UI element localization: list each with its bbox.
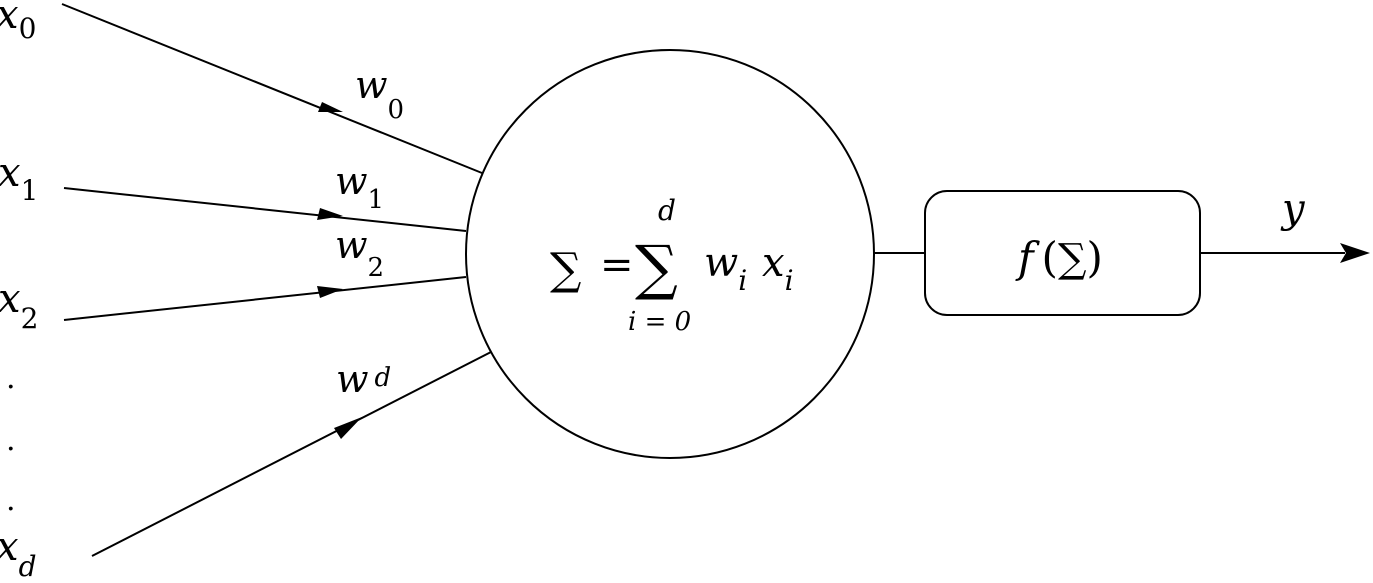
input-arrowhead-0 bbox=[318, 102, 343, 112]
output-arrowhead bbox=[1340, 243, 1370, 263]
ellipsis-dot-2: . bbox=[6, 423, 16, 458]
input-label-x1: x1 bbox=[0, 150, 38, 207]
weight-label-w2: w2 bbox=[335, 223, 384, 283]
input-arrowhead-d bbox=[334, 417, 362, 439]
sum-symbol: ∑ bbox=[550, 244, 581, 295]
sum-lower-limit: i = 0 bbox=[628, 307, 691, 337]
input-term: xi bbox=[762, 240, 794, 297]
summation-operator: ∑ bbox=[635, 233, 678, 303]
input-label-xd: xd bbox=[0, 524, 37, 583]
activation-label: f(∑) bbox=[1015, 233, 1103, 282]
input-label-x2: x2 bbox=[0, 276, 38, 335]
input-arrowhead-2 bbox=[317, 286, 343, 298]
weight-label-w0: w0 bbox=[355, 63, 404, 125]
input-arrowhead-1 bbox=[317, 208, 343, 220]
weight-term: wi bbox=[704, 240, 747, 297]
input-edge-d bbox=[91, 351, 492, 557]
sum-upper-limit: d bbox=[658, 194, 676, 227]
output-label: y bbox=[1280, 186, 1306, 232]
ellipsis-dot-3: . bbox=[6, 483, 16, 518]
input-edge-0 bbox=[61, 3, 483, 174]
weight-label-w1: w1 bbox=[335, 159, 384, 215]
ellipsis-dot-1: . bbox=[6, 361, 16, 396]
input-label-x0: x0 bbox=[0, 0, 36, 45]
input-edge-1 bbox=[63, 187, 467, 232]
input-edge-2 bbox=[63, 276, 467, 321]
equals-sign: = bbox=[600, 242, 634, 288]
